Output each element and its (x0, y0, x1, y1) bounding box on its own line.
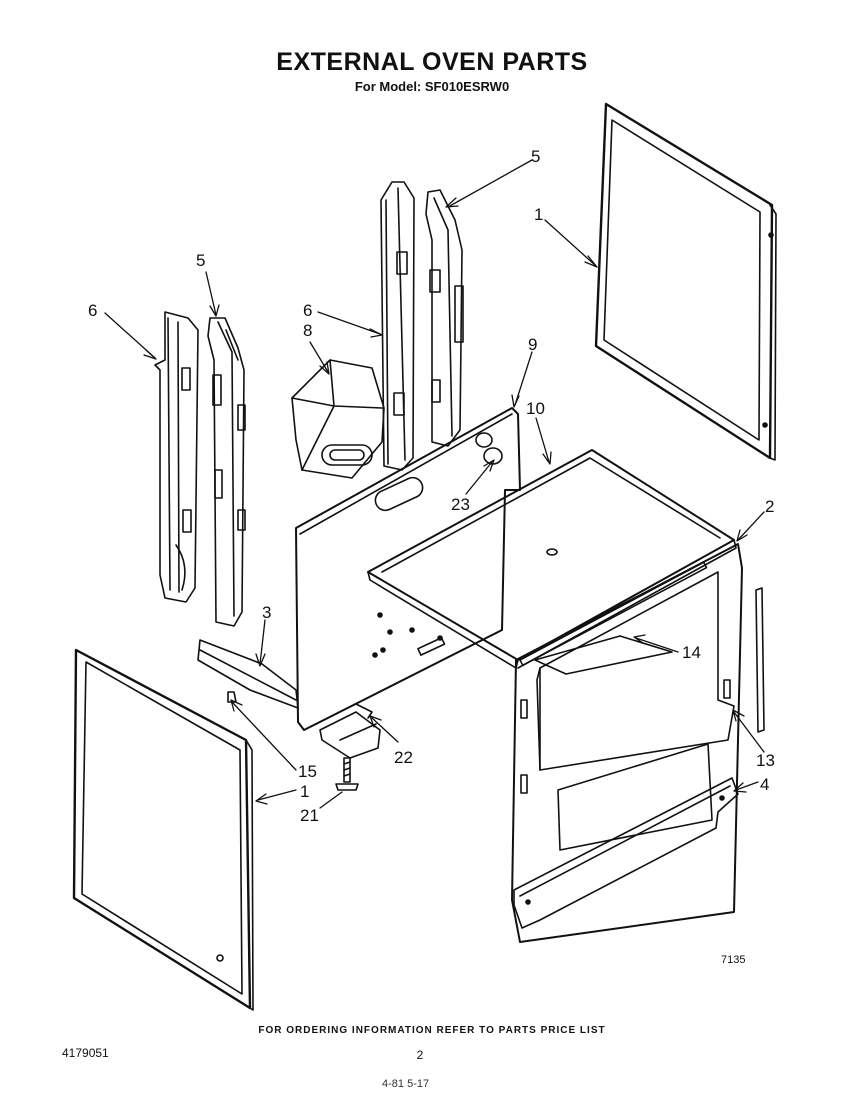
document-number: 4179051 (62, 1046, 109, 1060)
callout-5-left: 5 (196, 251, 205, 270)
callout-4: 4 (760, 775, 769, 794)
callout-9: 9 (528, 335, 537, 354)
part-back-panel (295, 407, 521, 731)
part-trim-strip (534, 635, 673, 675)
part-foot-screw (335, 757, 359, 791)
ordering-note: FOR ORDERING INFORMATION REFER TO PARTS … (258, 1025, 606, 1036)
part-door-frame-upper (594, 102, 777, 461)
callout-14: 14 (682, 643, 701, 662)
callout-13: 13 (756, 751, 775, 770)
callout-22: 22 (394, 748, 413, 767)
callout-23: 23 (451, 495, 470, 514)
part-vent-duct (291, 359, 385, 479)
part-side-rail-left (154, 311, 199, 603)
part-door-frame-lower (72, 648, 254, 1011)
callout-8: 8 (303, 321, 312, 340)
model-subtitle: For Model: SF010ESRW0 (354, 79, 510, 94)
callout-21: 21 (300, 806, 319, 825)
leader-lines (104, 159, 765, 809)
callout-labels: 5 1 5 6 6 8 9 10 23 2 3 14 22 13 15 4 1 … (88, 147, 775, 966)
callout-6-left: 6 (88, 301, 97, 320)
page-title: EXTERNAL OVEN PARTS (276, 48, 588, 76)
part-front-frame (511, 543, 743, 943)
part-oven-bottom (367, 449, 737, 669)
callout-6-middle: 6 (303, 301, 312, 320)
part-side-rail-middle (380, 181, 415, 471)
page-number: 2 (416, 1048, 424, 1062)
part-channel-rail-right (425, 189, 464, 447)
figure-number: 7135 (721, 954, 745, 966)
callout-3: 3 (262, 603, 271, 622)
part-bracket (197, 639, 299, 709)
callout-15: 15 (298, 762, 317, 781)
part-thin-rod (755, 587, 765, 733)
callout-10: 10 (526, 399, 545, 418)
callout-2: 2 (765, 497, 774, 516)
callout-1-lower: 1 (300, 782, 309, 801)
part-leveler-block (319, 703, 381, 759)
callout-1-upper: 1 (534, 205, 543, 224)
callout-5-right: 5 (531, 147, 540, 166)
handwritten-note: 4-81 5-17 (382, 1078, 430, 1090)
part-channel-rail-left (207, 317, 246, 627)
part-bottom-rail (513, 777, 739, 929)
